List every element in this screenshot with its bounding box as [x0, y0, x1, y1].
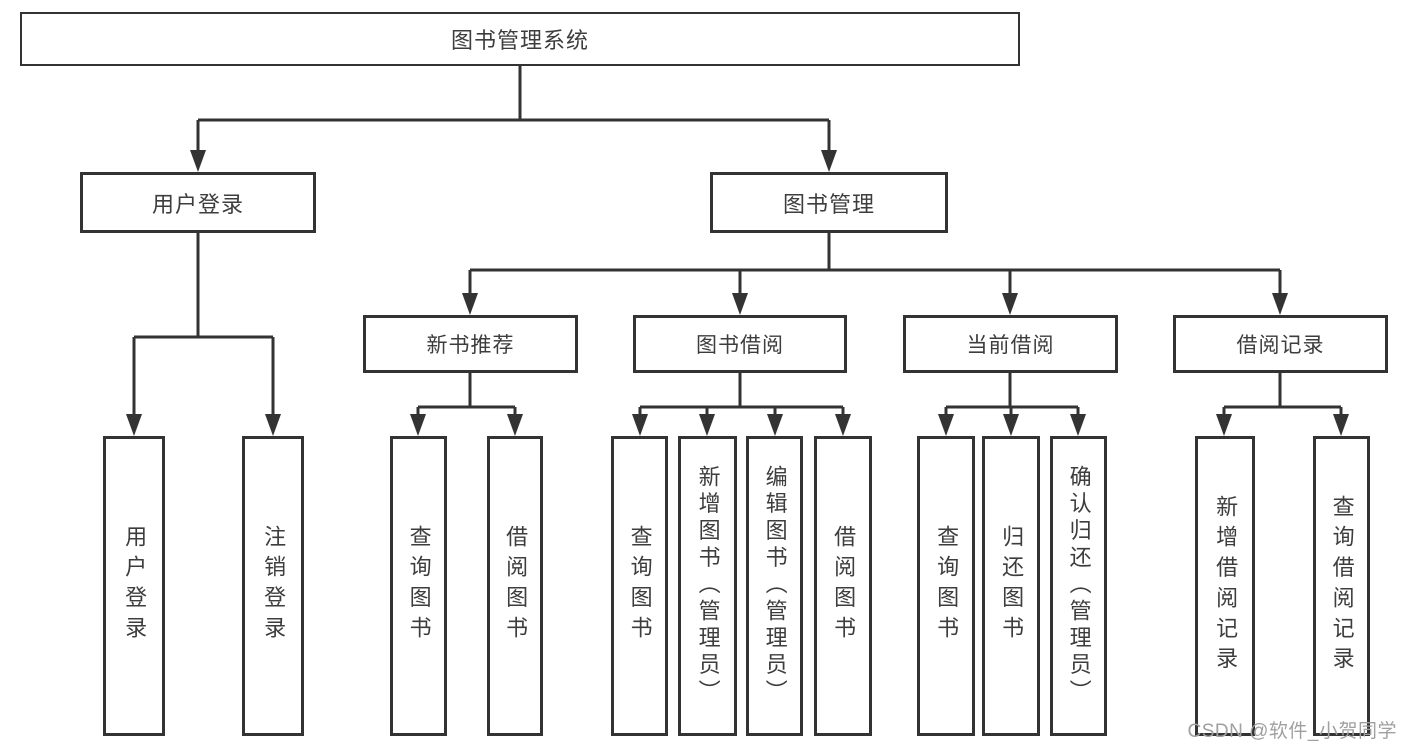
- node-label: 注销登录: [261, 525, 287, 647]
- connector-userlogin-to-leaves: [132, 233, 275, 424]
- arrowheads-borrowing: [632, 414, 851, 436]
- connector-borrowing-to-leaves: [638, 373, 845, 424]
- node-label: 确认归还（管理员）: [1066, 465, 1092, 707]
- csdn-watermark: CSDN @软件_小贺同学: [1187, 721, 1397, 742]
- arrowheads-level2: [190, 150, 837, 172]
- node-label: 查询图书: [934, 525, 960, 647]
- node-borrowing-records: 借阅记录: [1173, 315, 1388, 373]
- node-label: 查询借阅记录: [1329, 494, 1355, 678]
- node-label: 编辑图书（管理员）: [762, 465, 788, 707]
- connector-records-to-leaves: [1222, 373, 1343, 424]
- node-label: 查询图书: [627, 525, 653, 647]
- node-label: 借阅记录: [1236, 334, 1325, 357]
- node-book-borrowing: 图书借阅: [633, 315, 847, 373]
- node-return-books: 归还图书: [982, 436, 1040, 736]
- node-book-management-branch: 图书管理: [710, 172, 948, 233]
- arrowheads-userlogin: [126, 414, 281, 436]
- node-label: 图书管理系统: [450, 28, 589, 53]
- arrowheads-newbooks: [410, 414, 523, 436]
- node-label: 新增图书（管理员）: [695, 465, 721, 707]
- node-borrow-books-recommend: 借阅图书: [487, 436, 543, 736]
- node-query-books-borrowing: 查询图书: [611, 436, 668, 736]
- node-label: 查询图书: [406, 525, 432, 647]
- node-edit-books-admin: 编辑图书（管理员）: [746, 436, 803, 736]
- node-library-management-system: 图书管理系统: [20, 12, 1020, 66]
- node-borrow-books: 借阅图书: [814, 436, 872, 736]
- node-query-books-current: 查询图书: [917, 436, 975, 736]
- node-label: 图书管理: [782, 191, 875, 217]
- connector-bookmgmt-to-level3: [468, 233, 1282, 303]
- arrowheads-level3: [462, 293, 1288, 315]
- node-query-borrow-record: 查询借阅记录: [1313, 436, 1370, 736]
- node-current-borrowing: 当前借阅: [903, 315, 1118, 373]
- connector-current-to-leaves: [944, 373, 1080, 424]
- node-label: 借阅图书: [503, 525, 529, 647]
- node-label: 用户登录: [122, 525, 148, 647]
- node-label: 用户登录: [151, 191, 244, 217]
- node-label: 新增借阅记录: [1213, 494, 1239, 678]
- node-label: 图书借阅: [696, 334, 784, 357]
- node-label: 当前借阅: [966, 334, 1055, 357]
- node-add-borrow-record: 新增借阅记录: [1195, 436, 1255, 736]
- node-add-books-admin: 新增图书（管理员）: [678, 436, 737, 736]
- connector-newbooks-to-leaves: [416, 373, 517, 424]
- node-label: 借阅图书: [831, 525, 857, 647]
- arrowheads-current: [938, 414, 1086, 436]
- node-label: 新书推荐: [426, 334, 515, 357]
- node-label: 归还图书: [999, 525, 1025, 647]
- node-user-login-branch: 用户登录: [80, 172, 316, 233]
- node-new-book-recommendation: 新书推荐: [363, 315, 578, 373]
- node-query-books-recommend: 查询图书: [390, 436, 447, 736]
- node-user-login: 用户登录: [103, 436, 165, 736]
- node-logout: 注销登录: [242, 436, 304, 736]
- connector-root-to-level2: [196, 66, 831, 160]
- node-confirm-return-admin: 确认归还（管理员）: [1050, 436, 1107, 736]
- arrowheads-records: [1216, 414, 1349, 436]
